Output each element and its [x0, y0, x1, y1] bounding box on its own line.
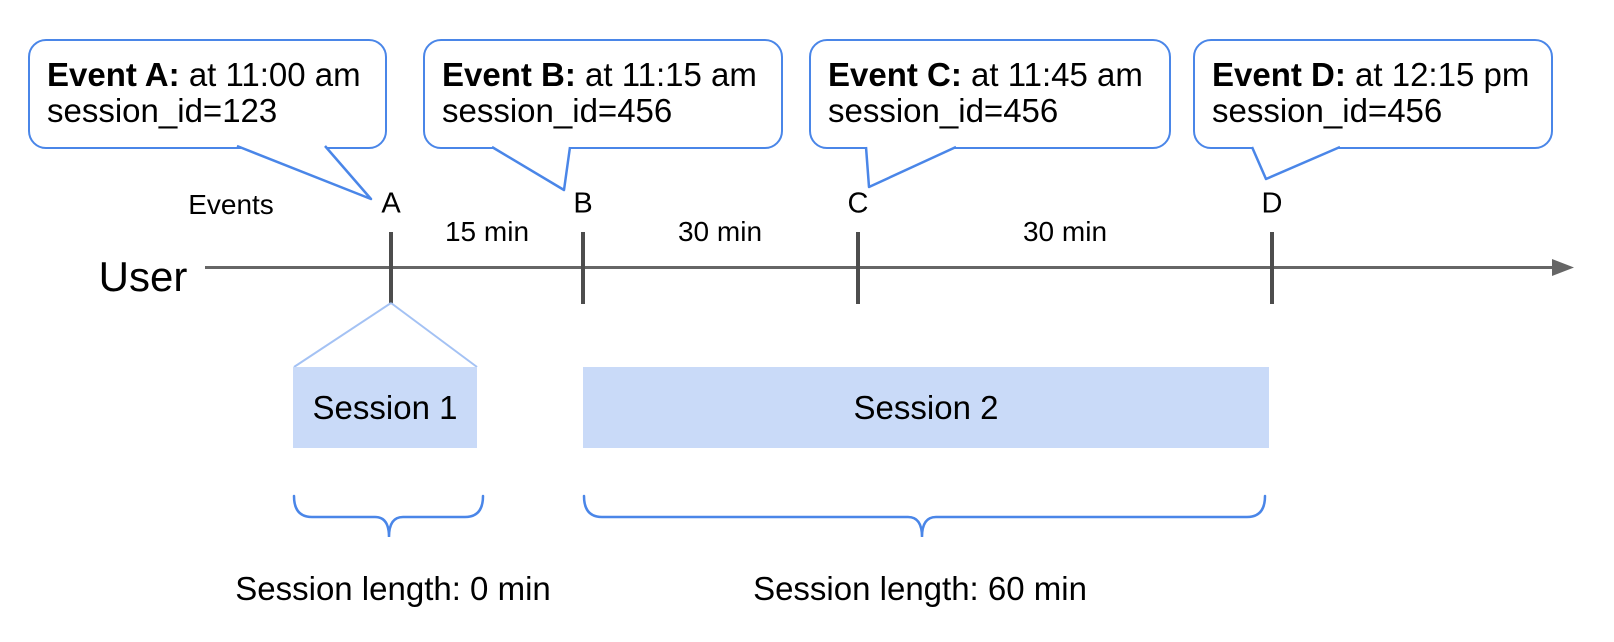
callout-event-d-line1: Event D: at 12:15 pm	[1212, 57, 1551, 93]
timeline-arrowhead-icon	[1552, 259, 1574, 276]
callout-event-c: Event C: at 11:45 am session_id=456	[809, 39, 1171, 149]
funnel-right-line	[390, 302, 478, 368]
callout-event-b-session: session_id=456	[442, 92, 673, 129]
session-1-label: Session 1	[312, 388, 458, 426]
event-letter-c: C	[847, 187, 869, 220]
callout-event-a-session: session_id=123	[47, 92, 278, 129]
brace-session-2	[582, 494, 1267, 538]
callout-event-c-session: session_id=456	[828, 92, 1059, 129]
callout-event-d: Event D: at 12:15 pm session_id=456	[1193, 39, 1553, 149]
brace-session-1	[292, 494, 485, 538]
callout-event-d-session: session_id=456	[1212, 92, 1443, 129]
callout-event-d-title: Event D:	[1212, 56, 1346, 93]
callout-event-c-title: Event C:	[828, 56, 962, 93]
callout-event-d-time: at 12:15 pm	[1355, 56, 1530, 93]
session-2-box: Session 2	[583, 367, 1269, 448]
gap-label-b-c: 30 min	[677, 216, 763, 247]
callout-event-c-line1: Event C: at 11:45 am	[828, 57, 1169, 93]
session-2-label: Session 2	[853, 388, 999, 426]
session-1-box: Session 1	[293, 367, 477, 448]
event-letter-a: A	[381, 187, 401, 220]
callout-event-b-time: at 11:15 am	[585, 56, 757, 93]
gap-label-c-d: 30 min	[1022, 216, 1108, 247]
session-2-length-label: Session length: 60 min	[753, 570, 1087, 607]
user-row-label: User	[98, 253, 188, 300]
events-row-label: Events	[188, 189, 274, 220]
gap-label-a-b: 15 min	[444, 216, 530, 247]
event-letter-d: D	[1261, 187, 1283, 220]
callout-event-c-time: at 11:45 am	[971, 56, 1143, 93]
callout-event-a: Event A: at 11:00 am session_id=123	[28, 39, 387, 149]
funnel-left-line	[293, 302, 392, 368]
callout-event-a-title: Event A:	[47, 56, 180, 93]
event-letter-b: B	[573, 187, 593, 220]
callout-event-a-line1: Event A: at 11:00 am	[47, 57, 385, 93]
callout-event-b: Event B: at 11:15 am session_id=456	[423, 39, 783, 149]
callout-event-a-time: at 11:00 am	[188, 56, 361, 93]
session-1-length-label: Session length: 0 min	[235, 570, 551, 607]
callout-event-b-title: Event B:	[442, 56, 576, 93]
callout-event-b-line1: Event B: at 11:15 am	[442, 57, 781, 93]
